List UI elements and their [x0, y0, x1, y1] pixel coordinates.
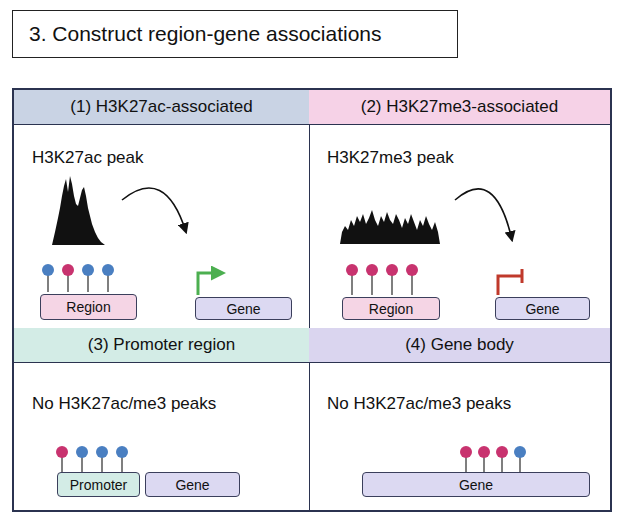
panel: (3) Promoter region No H3K27ac/me3 peaksP… — [12, 328, 310, 512]
panel-heading: (2) H3K27me3-associated — [361, 97, 558, 117]
element-box: Gene — [362, 472, 590, 497]
panel-text: H3K27me3 peak — [327, 148, 454, 168]
element-box: Promoter — [57, 472, 140, 497]
panel-text: H3K27ac peak — [32, 148, 144, 168]
peak-signal — [52, 176, 105, 245]
box-label: Gene — [525, 301, 559, 317]
box-label: Gene — [226, 301, 260, 317]
panel-heading: (3) Promoter region — [88, 335, 235, 355]
lollipops — [48, 272, 108, 292]
panel: (4) Gene body No H3K27ac/me3 peaksGene — [309, 328, 612, 512]
panel-header: (4) Gene body — [309, 328, 610, 363]
peak-signal — [340, 210, 440, 244]
title-box: 3. Construct region-gene associations — [12, 10, 458, 58]
box-label: Gene — [175, 477, 209, 493]
element-box: Gene — [495, 297, 590, 320]
curved-arrow — [122, 188, 186, 232]
element-box: Region — [342, 297, 440, 320]
panel-header: (2) H3K27me3-associated — [309, 90, 610, 125]
box-label: Promoter — [70, 477, 128, 493]
panel-header: (1) H3K27ac-associated — [14, 90, 309, 125]
panel-text: No H3K27ac/me3 peaks — [327, 394, 511, 414]
panel-heading: (4) Gene body — [405, 335, 514, 355]
element-box: Gene — [195, 297, 292, 320]
active-tss-arrow — [198, 273, 220, 295]
panel-header: (3) Promoter region — [14, 328, 309, 363]
box-label: Gene — [459, 477, 493, 493]
curved-arrow — [455, 189, 512, 240]
box-label: Region — [369, 301, 413, 317]
panel-text: No H3K27ac/me3 peaks — [32, 394, 216, 414]
panel: (1) H3K27ac-associatedH3K27ac peakRegion… — [12, 88, 310, 329]
panel-heading: (1) H3K27ac-associated — [70, 97, 252, 117]
repressed-tss-mark — [498, 269, 522, 295]
panel: (2) H3K27me3-associatedH3K27me3 peakRegi… — [309, 88, 612, 329]
element-box: Gene — [145, 472, 240, 497]
element-box: Region — [40, 294, 137, 320]
box-label: Region — [66, 299, 110, 315]
